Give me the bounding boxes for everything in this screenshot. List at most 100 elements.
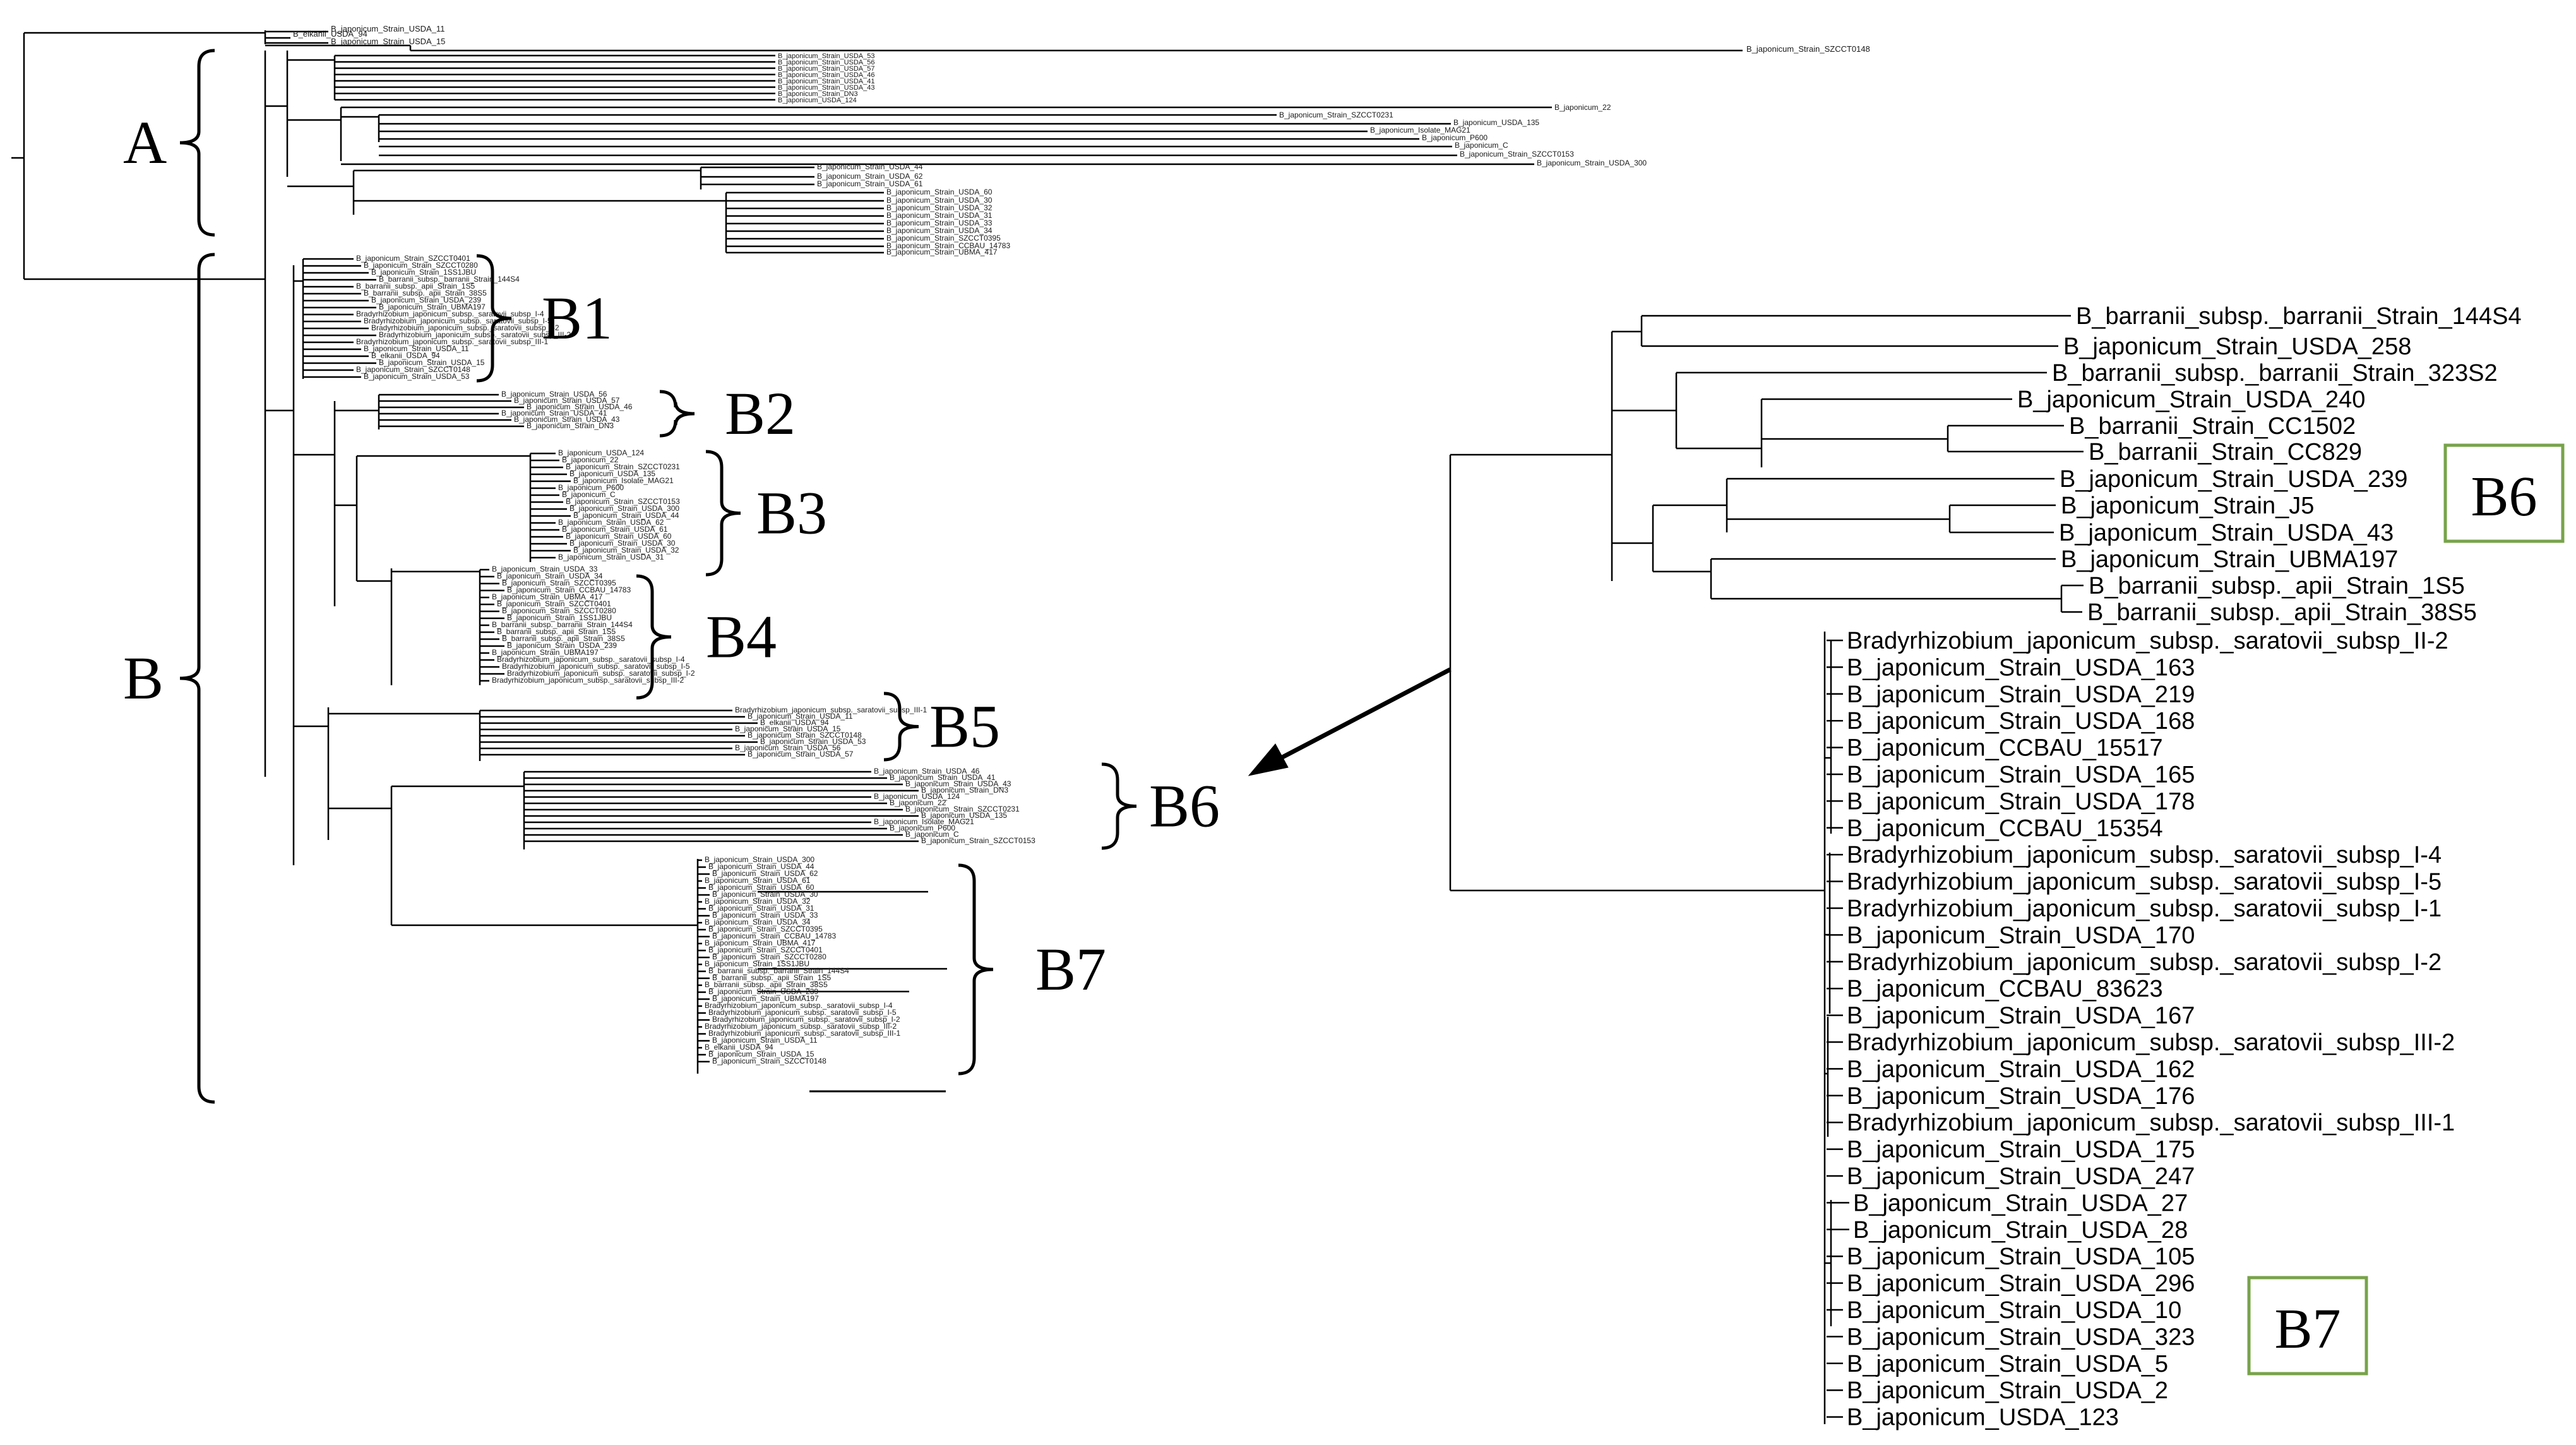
b7-leaf-label: B_japonicum_Strain_USDA_5 bbox=[1847, 1351, 2168, 1377]
overview-leaf-label: B_japonicum_Strain_CCBAU_14783 bbox=[886, 241, 1010, 250]
overview-leaf-label: Bradyrhizobium_japonicum_subsp._saratovi… bbox=[379, 330, 571, 339]
overview-leaf-label: Bradyrhizobium_japonicum_subsp._saratovi… bbox=[708, 1029, 900, 1038]
overview-leaf-label: Bradyrhizobium_japonicum_subsp._saratovi… bbox=[356, 337, 548, 346]
overview-leaf-label: B_japonicum_Strain_USDA_31 bbox=[708, 904, 814, 913]
overview-leaf-label: B_japonicum_C bbox=[905, 830, 959, 839]
overview-leaf-label: B_japonicum_Strain_SZCCT0280 bbox=[712, 952, 826, 961]
b6-leaf-label: B_barranii_subsp._apii_Strain_1S5 bbox=[2089, 573, 2465, 599]
b6-leaf-label: B_japonicum_Strain_USDA_239 bbox=[2060, 466, 2407, 493]
clade-bracket bbox=[1101, 762, 1137, 850]
overview-leaf-label: B_japonicum_Strain_USDA_33 bbox=[712, 911, 818, 920]
overview-leaf-label: B_japonicum_Strain_USDA_46 bbox=[778, 71, 874, 79]
overview-leaf-label: B_barranii_subsp._apii_Strain_1S5 bbox=[712, 973, 831, 982]
overview-leaf-label: Bradyrhizobium_japonicum_subsp._saratovi… bbox=[705, 1022, 897, 1031]
clade-label: A bbox=[123, 109, 167, 176]
overview-leaf-label: B_japonicum_Strain_USDA_34 bbox=[705, 918, 811, 926]
b7-leaf-label: B_japonicum_Strain_USDA_27 bbox=[1853, 1190, 2188, 1216]
clade-bracket bbox=[883, 692, 919, 762]
overview-leaf-label: B_japonicum_Strain_SZCCT0148 bbox=[356, 365, 470, 374]
overview-leaf-label: B_japonicum_Strain_USDA_15 bbox=[379, 358, 485, 367]
overview-leaf-label: B_japonicum_Strain_USDA_53 bbox=[778, 52, 874, 60]
overview-leaf-label: B_japonicum_Strain_USDA_300 bbox=[569, 504, 679, 513]
overview-leaf-label: B_barranii_subsp._apii_Strain_1S5 bbox=[497, 627, 616, 636]
overview-leaf-label: B_japonicum_C bbox=[1455, 141, 1508, 150]
b7-highlight-box bbox=[2247, 1276, 2368, 1376]
overview-leaf-label: B_barranii_subsp._apii_Strain_38S5 bbox=[502, 634, 625, 643]
overview-leaf-label: B_japonicum_Strain_USDA_30 bbox=[886, 196, 993, 205]
overview-leaf-label: B_japonicum_Strain_USDA_32 bbox=[573, 546, 679, 555]
overview-leaf-label: B_japonicum_Strain_USDA_53 bbox=[364, 372, 470, 381]
overview-leaf-label: B_japonicum_Strain_SZCCT0148 bbox=[748, 731, 862, 740]
b6-leaf-label: B_barranii_subsp._apii_Strain_38S5 bbox=[2087, 599, 2477, 626]
b7-leaf-label: B_japonicum_Strain_USDA_247 bbox=[1847, 1163, 2195, 1190]
b7-box-label: B7 bbox=[2274, 1298, 2340, 1360]
clade-label: B2 bbox=[725, 380, 796, 447]
overview-leaf-label: B_japonicum_Strain_USDA_15 bbox=[331, 37, 445, 46]
b6-leaf-label: B_japonicum_Strain_UBMA197 bbox=[2061, 546, 2398, 573]
overview-leaf-label: B_barranii_subsp._barranii_Strain_144S4 bbox=[379, 275, 520, 284]
overview-leaf-label: B_japonicum_Strain_SZCCT0401 bbox=[356, 254, 470, 263]
overview-leaf-label: B_japonicum_Strain_USDA_60 bbox=[886, 188, 993, 196]
overview-leaf-label: Bradyrhizobium_japonicum_subsp._saratovi… bbox=[708, 1008, 897, 1017]
b7-leaf-label: Bradyrhizobium_japonicum_subsp._saratovi… bbox=[1847, 1029, 2455, 1056]
overview-leaf-label: B_japonicum_22 bbox=[1554, 103, 1611, 112]
b6-leaf-label: B_japonicum_Strain_J5 bbox=[2061, 493, 2314, 519]
clade-brackets bbox=[179, 49, 1137, 1104]
overview-leaf-label: B_barranii_subsp._barranii_Strain_144S4 bbox=[708, 966, 849, 975]
overview-leaf-label: B_japonicum_Strain_USDA_56 bbox=[501, 390, 607, 399]
overview-leaf-label: B_japonicum_Strain_USDA_46 bbox=[527, 402, 633, 411]
clade-label: B1 bbox=[542, 284, 612, 352]
overview-leaf-label: B_japonicum_Strain_USDA_57 bbox=[778, 65, 874, 73]
overview-leaf-label: B_japonicum_USDA_124 bbox=[778, 97, 857, 104]
overview-leaf-label: B_japonicum_Strain_USDA_300 bbox=[1537, 159, 1647, 167]
b7-leaf-label: B_japonicum_Strain_USDA_163 bbox=[1847, 654, 2195, 681]
b7-leaf-label: B_japonicum_Strain_USDA_167 bbox=[1847, 1003, 2195, 1029]
overview-leaf-label: B_japonicum_C bbox=[562, 490, 616, 499]
overview-leaf-label: B_japonicum_Strain_USDA_44 bbox=[817, 162, 923, 171]
overview-leaf-label: B_japonicum_Strain_USDA_44 bbox=[573, 511, 679, 520]
b7-leaf-label: Bradyrhizobium_japonicum_subsp._saratovi… bbox=[1847, 842, 2442, 868]
overview-leaf-label: B_barranii_subsp._barranii_Strain_144S4 bbox=[492, 620, 633, 629]
b7-leaf-label: B_japonicum_Strain_USDA_296 bbox=[1847, 1271, 2195, 1297]
overview-leaf-label: B_japonicum_Strain_1SS1JBU bbox=[507, 613, 612, 622]
overview-leaf-label: B_japonicum_Strain_USDA_239 bbox=[371, 296, 481, 304]
b7-leaf-label: Bradyrhizobium_japonicum_subsp._saratovi… bbox=[1847, 628, 2448, 654]
overview-leaf-label: B_japonicum_Strain_DN3 bbox=[778, 90, 858, 98]
overview-leaf-label: B_japonicum_Strain_USDA_62 bbox=[712, 869, 818, 878]
overview-leaf-label: B_barranii_subsp._apii_Strain_38S5 bbox=[364, 289, 487, 297]
overview-leaf-label: B_japonicum_Strain_SZCCT0401 bbox=[708, 945, 823, 954]
overview-leaf-label: B_japonicum_Strain_USDA_11 bbox=[712, 1036, 818, 1045]
overview-leaf-label: B_japonicum_USDA_135 bbox=[921, 811, 1007, 820]
overview-leaf-label: B_japonicum_Strain_USDA_31 bbox=[558, 553, 664, 561]
b7-leaf-label: B_japonicum_Strain_USDA_2 bbox=[1847, 1377, 2168, 1404]
b7-leaf-label: B_japonicum_CCBAU_15517 bbox=[1847, 735, 2163, 762]
overview-leaf-label: B_japonicum_Strain_SZCCT0148 bbox=[1746, 44, 1870, 54]
overview-leaf-label: B_japonicum_Strain_USDA_53 bbox=[760, 737, 866, 746]
overview-leaf-label: B_japonicum_22 bbox=[890, 798, 946, 807]
b7-leaf-label: B_japonicum_Strain_USDA_323 bbox=[1847, 1324, 2195, 1350]
overview-leaf-label: B_japonicum_Strain_SZCCT0395 bbox=[502, 579, 616, 587]
clade-label: B3 bbox=[756, 479, 827, 547]
b6-box-label: B6 bbox=[2471, 465, 2537, 528]
b7-leaf-label: B_japonicum_CCBAU_83623 bbox=[1847, 976, 2163, 1002]
overview-leaf-label: B_japonicum_Strain_USDA_11 bbox=[748, 712, 853, 721]
overview-leaf-label: B_japonicum_Strain_1SS1JBU bbox=[371, 268, 476, 277]
overview-leaf-label: Bradyrhizobium_japonicum_subsp._saratovi… bbox=[371, 323, 559, 332]
b7-zoom-leaf-labels: Bradyrhizobium_japonicum_subsp._saratovi… bbox=[1847, 628, 2455, 1431]
b7-leaf-label: Bradyrhizobium_japonicum_subsp._saratovi… bbox=[1847, 869, 2442, 896]
overview-leaf-label: B_japonicum_Strain_USDA_41 bbox=[890, 773, 996, 782]
overview-leaf-label: B_japonicum_Strain_USDA_57 bbox=[748, 750, 854, 758]
overview-leaf-label: B_japonicum_Strain_USDA_56 bbox=[735, 743, 841, 752]
overview-leaf-label: B_japonicum_Strain_USDA_32 bbox=[705, 897, 811, 906]
b6-zoom-leaf-labels: B_barranii_subsp._barranii_Strain_144S4B… bbox=[2017, 303, 2522, 626]
overview-leaf-label: B_japonicum_Strain_SZCCT0153 bbox=[921, 836, 1035, 845]
overview-leaf-label: B_japonicum_Strain_USDA_61 bbox=[705, 876, 811, 885]
overview-leaf-label: B_japonicum_Strain_USDA_60 bbox=[566, 532, 672, 541]
overview-leaf-label: Bradyrhizobium_japonicum_subsp._saratovi… bbox=[497, 655, 685, 664]
overview-leaf-label: B_japonicum_Strain_USDA_300 bbox=[705, 855, 814, 864]
b7-leaf-label: B_japonicum_Strain_USDA_178 bbox=[1847, 788, 2195, 815]
clade-bracket bbox=[179, 49, 215, 237]
clade-label: B4 bbox=[706, 603, 777, 671]
b6-leaf-label: B_barranii_Strain_CC1502 bbox=[2069, 413, 2356, 440]
overview-leaf-label: B_japonicum_Strain_USDA_33 bbox=[886, 219, 993, 227]
